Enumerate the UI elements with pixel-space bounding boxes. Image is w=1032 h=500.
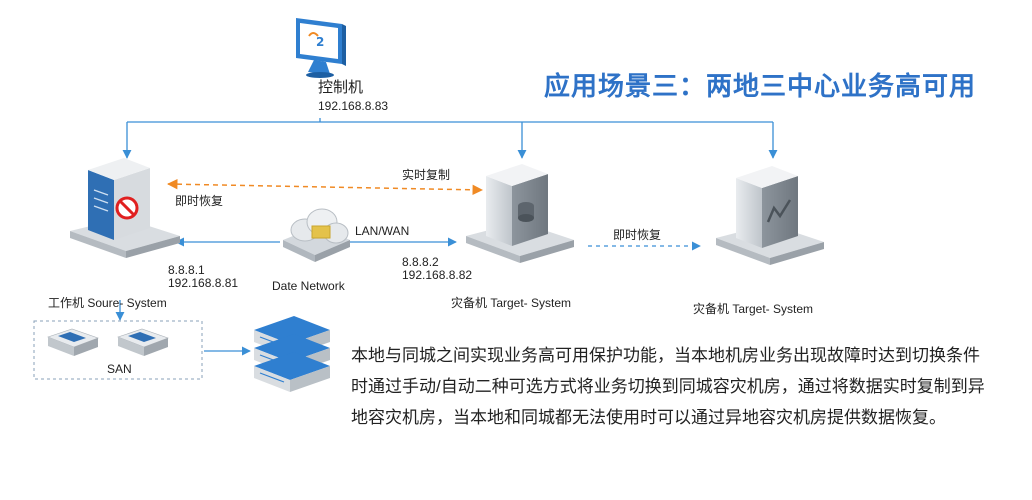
source-ip-2: 192.168.8.81 bbox=[168, 276, 239, 290]
target-ip-2: 192.168.8.82 bbox=[402, 268, 473, 282]
remote-recover-label: 即时恢复 bbox=[613, 228, 662, 242]
san-box bbox=[33, 320, 203, 380]
replication-label: 实时复制 bbox=[402, 168, 451, 182]
source-server-icon bbox=[70, 158, 180, 258]
cloud-icon bbox=[283, 208, 350, 262]
control-ip: 192.168.8.83 bbox=[318, 99, 389, 113]
remote-server-icon bbox=[716, 166, 824, 265]
source-ip-1: 8.8.8.1 bbox=[168, 263, 205, 277]
monitor-icon: 2 bbox=[296, 18, 346, 78]
description-text: 本地与同城之间实现业务高可用保护功能，当本地机房业务出现故障时达到切换条件时通过… bbox=[351, 346, 985, 427]
remote-target-name: 灾备机 Target- System bbox=[693, 302, 814, 316]
replication-arrow bbox=[166, 178, 484, 196]
san-switch-icon bbox=[47, 328, 99, 356]
lan-wan-label: LAN/WAN bbox=[355, 224, 410, 238]
target-server-icon bbox=[466, 164, 574, 263]
svg-text:2: 2 bbox=[316, 35, 324, 49]
storage-stack-icon bbox=[254, 316, 330, 392]
source-recover-label: 即时恢复 bbox=[175, 194, 224, 208]
san-switch-icon bbox=[117, 328, 169, 356]
control-connections bbox=[122, 118, 778, 159]
target-ip-1: 8.8.8.2 bbox=[402, 255, 439, 269]
source-name: 工作机 Soure- System bbox=[48, 296, 167, 310]
target-name: 灾备机 Target- System bbox=[451, 296, 572, 310]
network-name: Date Network bbox=[272, 279, 345, 293]
page-title: 应用场景三：两地三中心业务高可用 bbox=[544, 71, 977, 101]
control-name: 控制机 bbox=[318, 79, 364, 96]
san-label: SAN bbox=[107, 362, 132, 376]
